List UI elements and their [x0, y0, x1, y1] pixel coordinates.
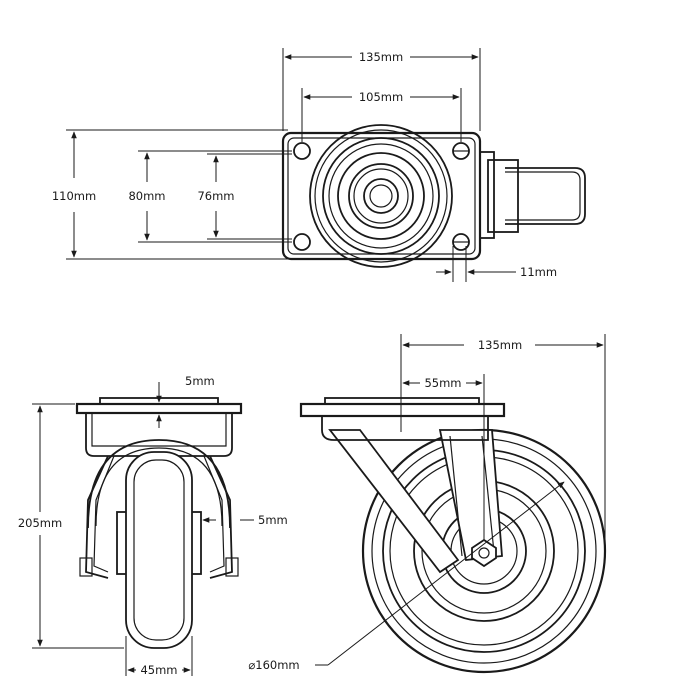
dim-offset: 55mm: [424, 376, 461, 390]
dim-overall-height: 205mm: [18, 516, 62, 530]
dim-hole-spacing-y-inner: 76mm: [197, 189, 234, 203]
front-view-fork-right: [209, 455, 233, 579]
front-view: 205mm 5mm 5mm 45mm: [18, 374, 288, 677]
bolt-hole-top-left: [293, 142, 311, 160]
mounting-plate-top: [281, 131, 482, 261]
dim-wheel-clearance: 5mm: [258, 513, 288, 527]
side-view: 135mm 55mm ⌀160mm: [248, 334, 607, 674]
dim-plate-height: 110mm: [52, 189, 96, 203]
swivel-rings: [309, 124, 453, 268]
front-view-wheel: [125, 451, 193, 649]
top-view: 135mm 105mm 110mm 80mm 76mm 11mm: [52, 48, 586, 282]
side-view-fork: [328, 429, 460, 574]
dim-slot-width: 11mm: [520, 265, 557, 279]
side-view-top-plate: [299, 402, 506, 418]
dim-overall-reach: 135mm: [478, 338, 522, 352]
front-view-fork-left: [85, 455, 109, 579]
dim-side-plate-thickness: 5mm: [185, 374, 215, 388]
dim-wheel-width: 45mm: [140, 663, 177, 677]
dim-hole-spacing-y-outer: 80mm: [128, 189, 165, 203]
top-view-wheel-stub: [479, 151, 586, 239]
dim-hole-spacing-x: 105mm: [359, 90, 403, 104]
bolt-hole-bottom-left: [293, 233, 311, 251]
front-view-top-plate: [75, 402, 243, 415]
dim-wheel-diameter: ⌀160mm: [248, 658, 299, 672]
dim-plate-width: 135mm: [359, 50, 403, 64]
